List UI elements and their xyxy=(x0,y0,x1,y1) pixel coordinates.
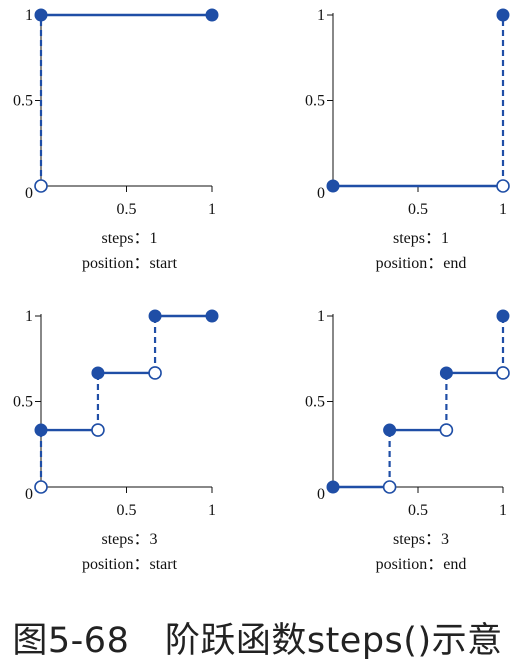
steps-caption: steps：3 xyxy=(101,531,157,548)
open-point-marker xyxy=(34,179,48,193)
y-tick-label: 0.5 xyxy=(305,93,325,110)
step-chart-1-end: 0 0.5 1 0.5 1 steps：1 position：end xyxy=(305,7,510,272)
x-tick-label: 0.5 xyxy=(408,502,428,519)
filled-point-marker xyxy=(496,309,510,323)
y-tick-label: 1 xyxy=(317,7,325,24)
filled-point-marker xyxy=(439,366,453,380)
open-point-marker xyxy=(496,366,510,380)
steps-caption: steps：1 xyxy=(101,230,157,247)
filled-point-marker xyxy=(91,366,105,380)
filled-point-marker xyxy=(205,309,219,323)
step-chart-3-start: 0 0.5 1 0.5 1 steps：3 position：start xyxy=(13,308,219,573)
filled-point-marker xyxy=(326,480,340,494)
x-tick-label: 1 xyxy=(499,502,507,519)
x-tick-label: 0.5 xyxy=(117,502,137,519)
filled-point-marker xyxy=(148,309,162,323)
open-point-marker xyxy=(148,366,162,380)
position-caption: position：end xyxy=(376,255,467,272)
filled-point-marker xyxy=(205,8,219,22)
y-tick-label: 1 xyxy=(25,308,33,325)
filled-point-marker xyxy=(383,423,397,437)
position-caption: position：start xyxy=(82,255,178,272)
y-tick-label: 0.5 xyxy=(305,394,325,411)
steps-caption: steps：3 xyxy=(393,531,449,548)
y-tick-label: 1 xyxy=(317,308,325,325)
y-tick-label: 0 xyxy=(25,185,33,202)
open-point-marker xyxy=(382,480,397,494)
filled-point-marker xyxy=(34,8,48,22)
open-point-marker xyxy=(439,423,454,437)
x-tick-label: 1 xyxy=(208,201,216,218)
y-tick-label: 0.5 xyxy=(13,394,33,411)
x-tick-label: 0.5 xyxy=(117,201,137,218)
x-tick-label: 0.5 xyxy=(408,201,428,218)
filled-point-marker xyxy=(34,423,48,437)
step-chart-1-start: 0 0.5 1 0.5 1 steps：1 position：start xyxy=(13,7,219,272)
filled-point-marker xyxy=(326,179,340,193)
x-tick-label: 1 xyxy=(499,201,507,218)
steps-caption: steps：1 xyxy=(393,230,449,247)
x-tick-label: 1 xyxy=(208,502,216,519)
position-caption: position：end xyxy=(376,556,467,573)
open-point-marker xyxy=(496,179,510,193)
step-chart-3-end: 0 0.5 1 0.5 1 steps：3 position：end xyxy=(305,308,510,573)
open-point-marker xyxy=(34,480,48,494)
y-tick-label: 0 xyxy=(317,185,325,202)
y-tick-label: 1 xyxy=(25,7,33,24)
filled-point-marker xyxy=(496,8,510,22)
y-tick-label: 0 xyxy=(317,486,325,503)
figure-caption: 图5-68 阶跃函数steps()示意 xyxy=(12,621,503,661)
position-caption: position：start xyxy=(82,556,178,573)
y-tick-label: 0.5 xyxy=(13,93,33,110)
y-tick-label: 0 xyxy=(25,486,33,503)
open-point-marker xyxy=(91,423,105,437)
